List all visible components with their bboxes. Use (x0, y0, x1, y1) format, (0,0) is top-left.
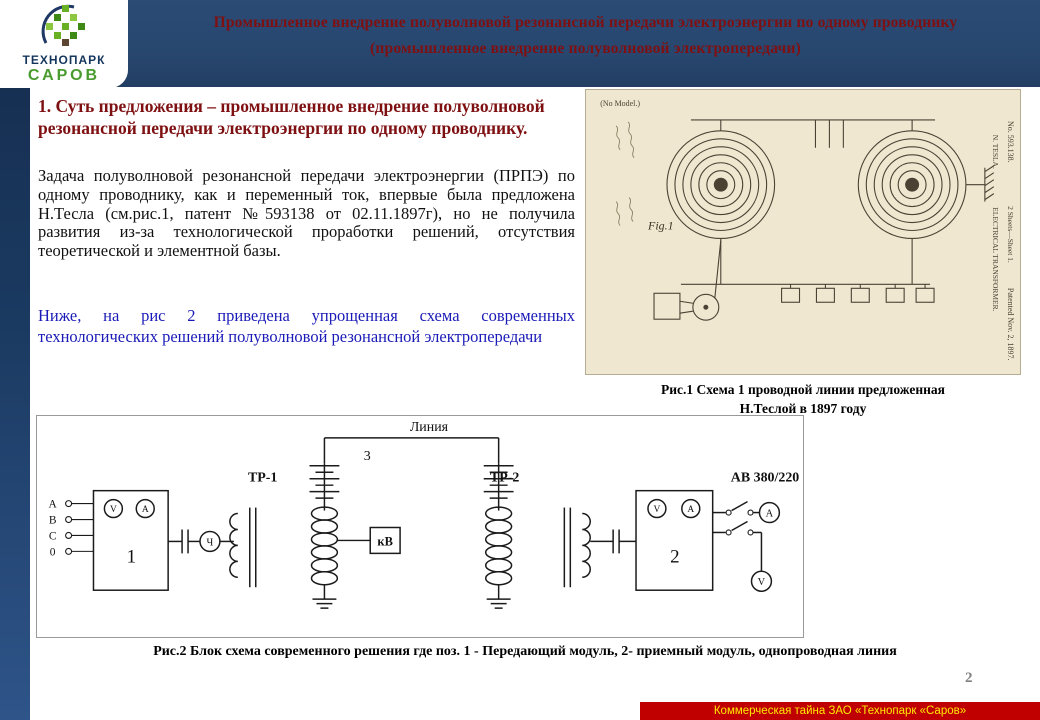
figure1-caption-line1: Рис.1 Схема 1 проводной линии предложенн… (661, 382, 945, 397)
patent-title-label: ELECTRICAL TRANSFORMER. (991, 207, 1000, 311)
ammeter2-label: A (687, 505, 694, 515)
pos3-label: 3 (364, 449, 371, 464)
page-number: 2 (965, 670, 973, 686)
slide-title-line2: (промышленное внедрение полуволновой эле… (370, 40, 801, 57)
patent-sheet-label: 2 Sheets—Sheet 1. (1006, 206, 1015, 263)
output-ammeter-label: А (766, 509, 774, 520)
line-label: Линия (410, 420, 449, 435)
patent-number-label: No. 593.138. (1006, 121, 1015, 163)
tesla-coil-right (857, 130, 967, 240)
confidentiality-bar: Коммерческая тайна ЗАО «Технопарк «Саров… (640, 702, 1040, 720)
note-paragraph: Ниже, на рис 2 приведена упрощенная схем… (38, 306, 575, 346)
ammeter1-label: A (142, 505, 149, 515)
voltmeter1-label: V (110, 505, 117, 515)
figure1-caption: Рис.1 Схема 1 проводной линии предложенн… (585, 380, 1021, 418)
patent-no-model-label: (No Model.) (600, 99, 640, 108)
figure1-caption-line2: Н.Теслой в 1897 году (739, 401, 867, 416)
section-heading: 1. Суть предложения – промышленное внедр… (38, 96, 545, 138)
phase-b-label: В (49, 515, 57, 527)
figure2-block-diagram: Линия 3 ТР-1 ТР-2 АВ 380/220 кВ 1 2 V A … (36, 415, 804, 638)
technopark-sarov-logo: ТЕХНОПАРК САРОВ (0, 0, 128, 88)
block2-number: 2 (670, 546, 679, 567)
figure2-caption: Рис.2 Блок схема современного решения гд… (153, 644, 897, 659)
block-diagram-svg: Линия 3 ТР-1 ТР-2 АВ 380/220 кВ 1 2 V A … (49, 420, 800, 609)
patent-labels: (No Model.) Fig.1 No. 593.138. N. TESLA.… (600, 99, 1015, 360)
patent-fig-label: Fig.1 (647, 219, 674, 233)
phase-a-label: А (49, 499, 58, 511)
patent-inventor-label: N. TESLA. (991, 135, 1000, 169)
tr2-label: ТР-2 (490, 471, 519, 486)
diagram-labels: Линия 3 ТР-1 ТР-2 АВ 380/220 кВ 1 2 V A … (49, 420, 800, 588)
tr1-label: ТР-1 (248, 471, 277, 486)
diagram-wiring (65, 437, 781, 609)
left-accent-bar (0, 0, 30, 720)
output-voltmeter-label: V (758, 577, 766, 588)
voltmeter2-label: V (654, 505, 661, 515)
frequency-meter-label: Ч (207, 537, 214, 548)
figure1-patent-drawing: (No Model.) Fig.1 No. 593.138. N. TESLA.… (585, 89, 1021, 375)
phase-0-label: 0 (50, 546, 56, 558)
body-paragraph: Задача полуволновой резонансной передачи… (38, 166, 575, 261)
logo-text-technopark: ТЕХНОПАРК (22, 53, 106, 67)
kv-box-label: кВ (377, 534, 392, 548)
patent-artwork (615, 119, 995, 321)
confidentiality-text: Коммерческая тайна ЗАО «Технопарк «Саров… (713, 705, 967, 717)
slide-title-line1: Промышленное внедрение полуволновой резо… (213, 14, 958, 31)
logo-text-sarov: САРОВ (27, 67, 101, 84)
tesla-coil-left (666, 130, 776, 240)
block1-number: 1 (127, 546, 136, 567)
breaker-label: АВ 380/220 (731, 471, 799, 486)
tesla-patent-svg: (No Model.) Fig.1 No. 593.138. N. TESLA.… (600, 99, 1015, 360)
logo-tree-icon (41, 4, 85, 46)
header-bar: Промышленное внедрение полуволновой резо… (0, 0, 1040, 87)
patent-date-label: Patented Nov. 2, 1897. (1006, 288, 1015, 361)
phase-c-label: С (49, 530, 57, 542)
